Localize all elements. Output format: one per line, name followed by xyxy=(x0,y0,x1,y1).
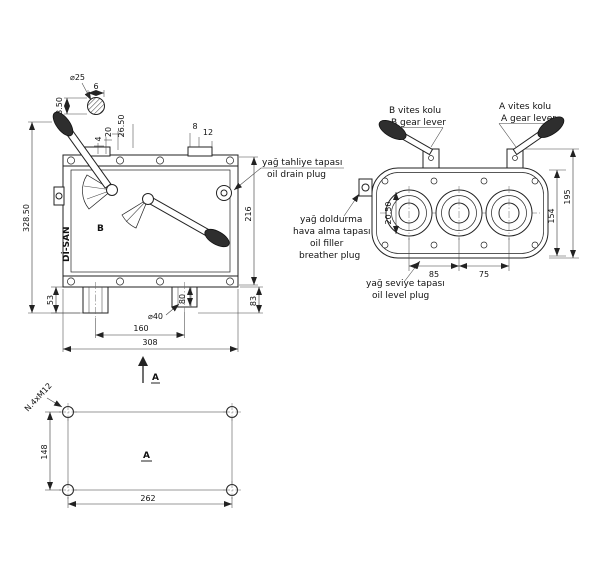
dim-148: 148 xyxy=(40,411,61,491)
shift-gate-a xyxy=(121,198,149,229)
dim-328-50-label: 328.50 xyxy=(22,204,31,232)
side-view: B Dİ-SAN 4 20 26.50 8 12 xyxy=(22,111,263,384)
lever-a-label-en: A gear lever xyxy=(501,114,556,124)
dim-216: 216 xyxy=(239,156,258,286)
dim-262: 262 xyxy=(67,494,233,508)
detail-width-label: 6 xyxy=(93,82,98,91)
lever-b-handle xyxy=(52,111,74,137)
lever-b-label-tr: B vites kolu xyxy=(389,106,441,116)
dim-boss-offsets: 8 12 xyxy=(189,122,213,147)
dim-262-label: 262 xyxy=(140,494,155,503)
dim-20-50-label: 20.50 xyxy=(384,202,393,225)
dim-12-label: 12 xyxy=(203,128,213,137)
oil-drain-label-en: oil drain plug xyxy=(267,170,326,180)
dim-195-label: 195 xyxy=(563,189,572,204)
mounting-holes xyxy=(59,403,241,499)
oil-drain-plug xyxy=(216,185,232,201)
plug-detail-view: ⌀25 6 3.50 xyxy=(55,73,105,115)
dim-53: 53 xyxy=(46,286,83,314)
oil-level-label-tr: yağ seviye tapası xyxy=(366,279,445,289)
detail-height-label: 3.50 xyxy=(55,97,64,115)
lever-b-label-en: B gear lever xyxy=(391,118,446,128)
section-a-label: A xyxy=(152,373,159,383)
lever-a-handle xyxy=(204,228,230,248)
gate-b-label: B xyxy=(97,224,104,234)
mounting-pattern-outline xyxy=(67,411,233,491)
dim-26-50-label: 26.50 xyxy=(117,115,126,138)
dim-4-label: 4 xyxy=(94,136,103,141)
dim-83-label: 83 xyxy=(249,296,258,306)
dim-20-50: 20.50 xyxy=(384,192,399,234)
brand-label: Dİ-SAN xyxy=(61,226,72,262)
dim-160: 160 xyxy=(95,312,185,338)
dim-53-label: 53 xyxy=(46,295,55,305)
dim-dia40: ⌀40 xyxy=(148,303,180,321)
dim-20-label: 20 xyxy=(104,127,113,137)
thread-callout: N.4xM12 xyxy=(23,381,63,413)
lever-b-pivot xyxy=(106,184,118,196)
filler-plug-boss xyxy=(358,178,373,197)
oil-drain-callout: yağ tahliye tapası oil drain plug xyxy=(233,158,344,191)
thread-label: N.4xM12 xyxy=(23,381,54,413)
oil-filler-label-tr1: yağ doldurma xyxy=(300,215,362,225)
oil-filler-label-en2: breather plug xyxy=(299,251,360,261)
side-plug-boss xyxy=(53,186,65,206)
dim-308: 308 xyxy=(62,289,239,352)
dim-80: 80 xyxy=(178,287,193,306)
lever-a-pivot xyxy=(142,193,154,205)
dim-160-label: 160 xyxy=(133,324,148,333)
front-lever-a-handle xyxy=(537,116,565,138)
front-lever-b-handle xyxy=(378,119,407,141)
bore-3 xyxy=(485,186,533,240)
shift-gate-b xyxy=(82,174,113,210)
section-arrow: A xyxy=(138,356,160,384)
oil-filler-callout: yağ doldurma hava alma tapası oil filler… xyxy=(293,193,371,261)
view-a-label: A xyxy=(143,451,150,461)
dim-154: 154 xyxy=(547,169,566,257)
plug-section-circle xyxy=(87,97,105,115)
dim-195: 195 xyxy=(525,148,579,259)
view-a-label-group: A xyxy=(141,451,152,462)
oil-filler-label-en1: oil filler xyxy=(310,239,344,249)
front-view: B vites kolu B gear lever A vites kolu A… xyxy=(358,102,579,279)
dim-85-75: 85 75 xyxy=(408,238,510,279)
dim-216-label: 216 xyxy=(244,206,253,221)
oil-filler-label-tr2: hava alma tapası xyxy=(293,227,371,237)
flange-bolts xyxy=(67,156,234,286)
dim-top-offsets: 4 20 26.50 xyxy=(94,115,134,154)
dim-dia40-label: ⌀40 xyxy=(148,312,163,321)
front-bolts xyxy=(381,177,539,249)
bore-2 xyxy=(435,186,483,240)
dim-8-label: 8 xyxy=(192,122,197,131)
dim-75-label: 75 xyxy=(479,270,489,279)
oil-level-callout: yağ seviye tapası oil level plug xyxy=(366,260,445,301)
dim-308-label: 308 xyxy=(142,338,157,347)
dim-83: 83 xyxy=(198,286,263,314)
oil-drain-label-tr: yağ tahliye tapası xyxy=(262,158,342,168)
lever-a-label-tr: A vites kolu xyxy=(499,102,551,112)
dim-85-label: 85 xyxy=(429,270,439,279)
callouts: yağ tahliye tapası oil drain plug yağ do… xyxy=(233,158,445,301)
mounting-view: N.4xM12 148 262 A xyxy=(23,381,241,508)
dim-154-label: 154 xyxy=(547,208,556,223)
section-arrow-head xyxy=(138,356,148,366)
lever-a-callout: A vites kolu A gear lever xyxy=(498,102,556,148)
top-boss xyxy=(187,146,213,157)
dim-80-label: 80 xyxy=(178,294,187,304)
oil-level-label-en: oil level plug xyxy=(372,291,429,301)
dim-148-label: 148 xyxy=(40,444,49,459)
detail-diameter-label: ⌀25 xyxy=(70,73,85,82)
